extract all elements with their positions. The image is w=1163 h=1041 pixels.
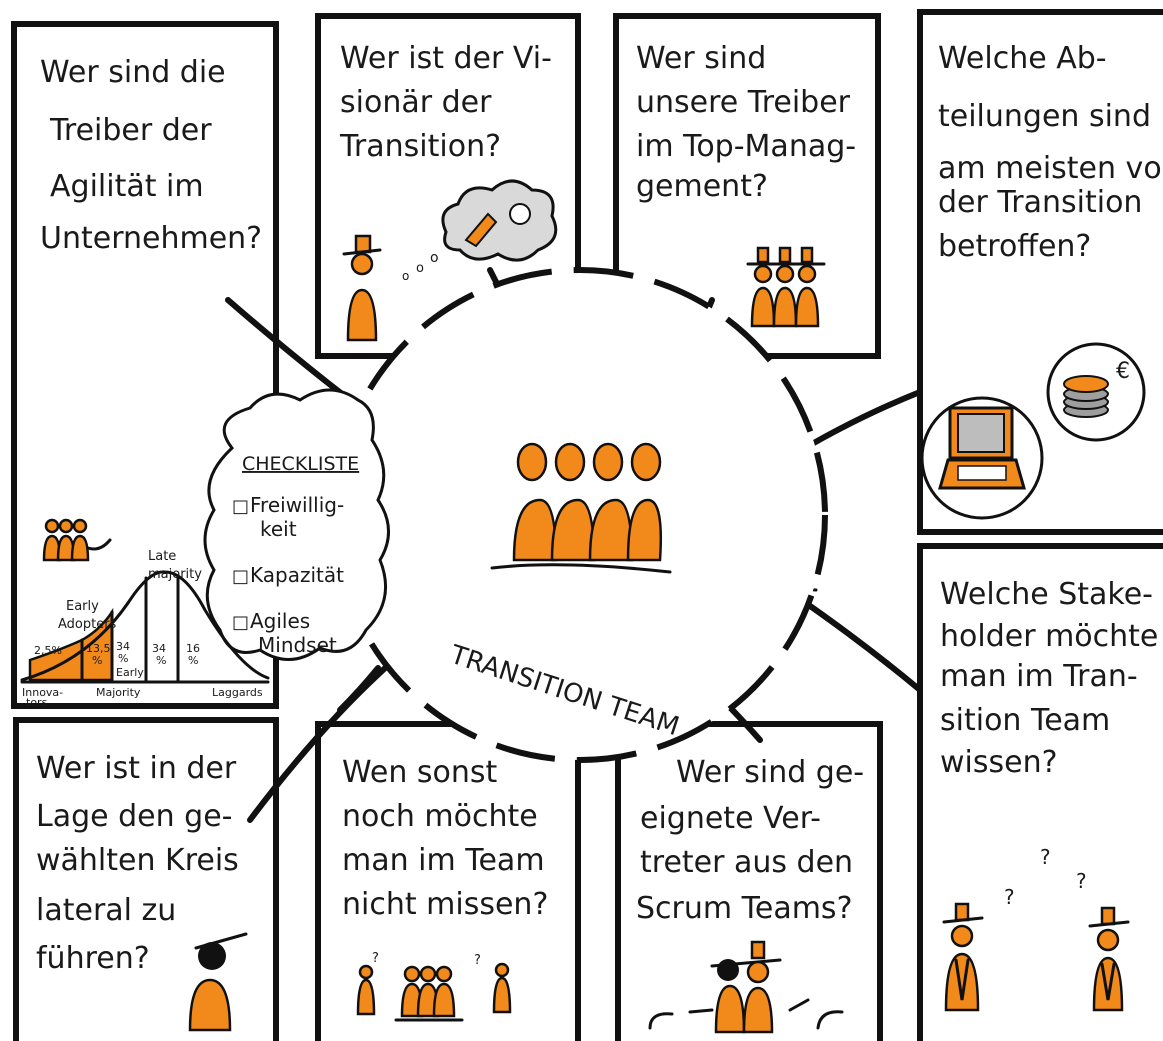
panel-stakeholders: Welche Stake- holder möchte man im Tran-… <box>917 543 1163 1041</box>
checklist-box-2: □ <box>232 566 249 587</box>
checklist-item-3b: Mindset <box>258 633 337 657</box>
curve-seg-2a: 13,5 <box>86 642 111 655</box>
panel-4-line-5: betroffen? <box>938 229 1091 264</box>
top-management-figures <box>746 246 826 328</box>
panel-5-line-4: sition Team <box>940 703 1110 738</box>
laptop-icon <box>920 396 1044 520</box>
checklist-item-1b: keit <box>260 517 297 541</box>
panel-lateral-lead: Wer ist in der Lage den ge- wählten Krei… <box>13 717 279 1041</box>
panel-1-line-3: Agilität im <box>50 169 204 204</box>
curve-seg-3b: % <box>118 652 128 665</box>
panel-6-line-4: lateral zu <box>36 893 176 928</box>
stakeholder-figures <box>942 902 1130 1012</box>
panel-8-line-1: Wer sind ge- <box>676 755 864 790</box>
panel-6-line-5: führen? <box>36 941 150 976</box>
adoption-curve: Late majority Early Adopters 2,5% 13,5 %… <box>20 518 270 709</box>
panel-5-line-3: man im Tran- <box>940 659 1138 694</box>
panel-not-miss: Wen sonst noch möchte man im Team nicht … <box>315 721 581 1041</box>
panel-4-line-4: der Transition <box>938 185 1142 220</box>
panel-6-line-1: Wer ist in der <box>36 751 237 786</box>
team-heads <box>516 442 662 482</box>
vision-cloud-icon <box>441 179 558 262</box>
curve-early-majority-1: Early <box>116 666 144 679</box>
euro-icon: € <box>1116 359 1130 384</box>
curve-early-majority-2: Majority <box>96 686 141 699</box>
curve-seg-5a: 16 <box>186 642 200 655</box>
qmark-right: ? <box>474 953 481 968</box>
panel-scrum-reps: Wer sind ge- eignete Ver- treter aus den… <box>615 721 883 1041</box>
panel-1-line-1: Wer sind die <box>40 55 226 90</box>
panel-7-line-4: nicht missen? <box>342 887 548 922</box>
panel-2-line-2: sionär der <box>340 85 492 120</box>
panel-2-line-3: Transition? <box>339 129 501 164</box>
transition-team-circle: TRANSITION TEAM <box>332 267 828 763</box>
panel-6-line-2: Lage den ge- <box>36 799 233 834</box>
panel-2-line-1: Wer ist der Vi- <box>340 41 552 76</box>
panel-5-line-5: wissen? <box>940 745 1058 780</box>
lateral-leader-figure <box>188 932 248 1032</box>
panel-5-line-2: holder möchte <box>940 619 1158 654</box>
thought-dot-2: o <box>416 261 424 276</box>
curve-early-adopters-2: Adopters <box>58 617 117 632</box>
curve-seg-5b: % <box>188 654 198 667</box>
curve-seg-3a: 34 <box>116 640 130 653</box>
panel-1-line-2: Treiber der <box>49 113 212 148</box>
curve-innovators-2: tors <box>26 696 48 709</box>
curve-early-adopters-1: Early <box>66 599 99 614</box>
checklist-cloud: CHECKLISTE □ Freiwillig- keit □ Kapazitä… <box>203 388 390 661</box>
checklist-item-3a: Agiles <box>250 609 310 633</box>
curve-laggards: Laggards <box>212 686 263 699</box>
small-group-icon <box>42 518 112 562</box>
curve-seg-2b: % <box>92 654 102 667</box>
visionary-figure <box>342 234 382 342</box>
checklist-box-3: □ <box>232 612 249 633</box>
panel-5-line-1: Welche Stake- <box>940 577 1153 612</box>
checklist-title: CHECKLISTE <box>242 453 359 475</box>
panel-8-line-3: treter aus den <box>640 845 853 880</box>
qmark-2: ? <box>1040 845 1051 869</box>
panel-7-line-1: Wen sonst <box>342 755 498 790</box>
thought-dot-1: o <box>402 269 409 283</box>
panel-4-line-3: am meisten von <box>938 151 1163 186</box>
panel-3-line-2: unsere Treiber <box>636 85 851 120</box>
curve-innovators-1: Innova- <box>22 686 63 699</box>
panel-4-line-1: Welche Ab- <box>938 41 1107 76</box>
qmark-left: ? <box>372 951 379 966</box>
checklist-item-2: Kapazität <box>250 563 344 587</box>
arrow-from-panel-7 <box>337 665 381 713</box>
team-table <box>490 563 672 574</box>
panel-3-line-1: Wer sind <box>636 41 766 76</box>
panel-4-line-2: teilungen sind <box>938 99 1151 134</box>
group-with-outsiders: ? ? <box>356 951 512 1022</box>
scrum-reps-figures <box>648 940 844 1034</box>
thought-dot-3: o <box>430 250 439 266</box>
panel-6-line-3: wählten Kreis <box>36 843 239 878</box>
qmark-1: ? <box>1004 885 1015 909</box>
thought-bubbles: o o o <box>402 250 439 283</box>
checklist-box-1: □ <box>232 496 249 517</box>
panel-visionary: Wer ist der Vi- sionär der Transition? <box>315 13 581 359</box>
curve-seg-4b: % <box>156 654 166 667</box>
panel-7-line-2: noch möchte <box>342 799 538 834</box>
panel-agility-drivers: Wer sind die Treiber der Agilität im Unt… <box>11 21 279 709</box>
question-marks-stakeholders: ? ? ? <box>1004 845 1087 909</box>
curve-seg-4a: 34 <box>152 642 166 655</box>
qmark-3: ? <box>1076 869 1087 893</box>
panel-1-line-4: Unternehmen? <box>40 221 262 256</box>
curve-seg-1: 2,5% <box>34 644 62 657</box>
panel-3-line-4: gement? <box>636 169 768 204</box>
coins-icon: € <box>1046 342 1146 442</box>
checklist-item-1a: Freiwillig- <box>250 493 344 517</box>
panel-8-line-2: eignete Ver- <box>640 801 821 836</box>
panel-7-line-3: man im Team <box>342 843 545 878</box>
curve-late-2: majority <box>148 567 202 582</box>
panel-8-line-4: Scrum Teams? <box>636 891 853 926</box>
panel-3-line-3: im Top-Manag- <box>636 129 856 164</box>
team-bodies <box>512 498 663 562</box>
curve-late-1: Late <box>148 549 176 564</box>
